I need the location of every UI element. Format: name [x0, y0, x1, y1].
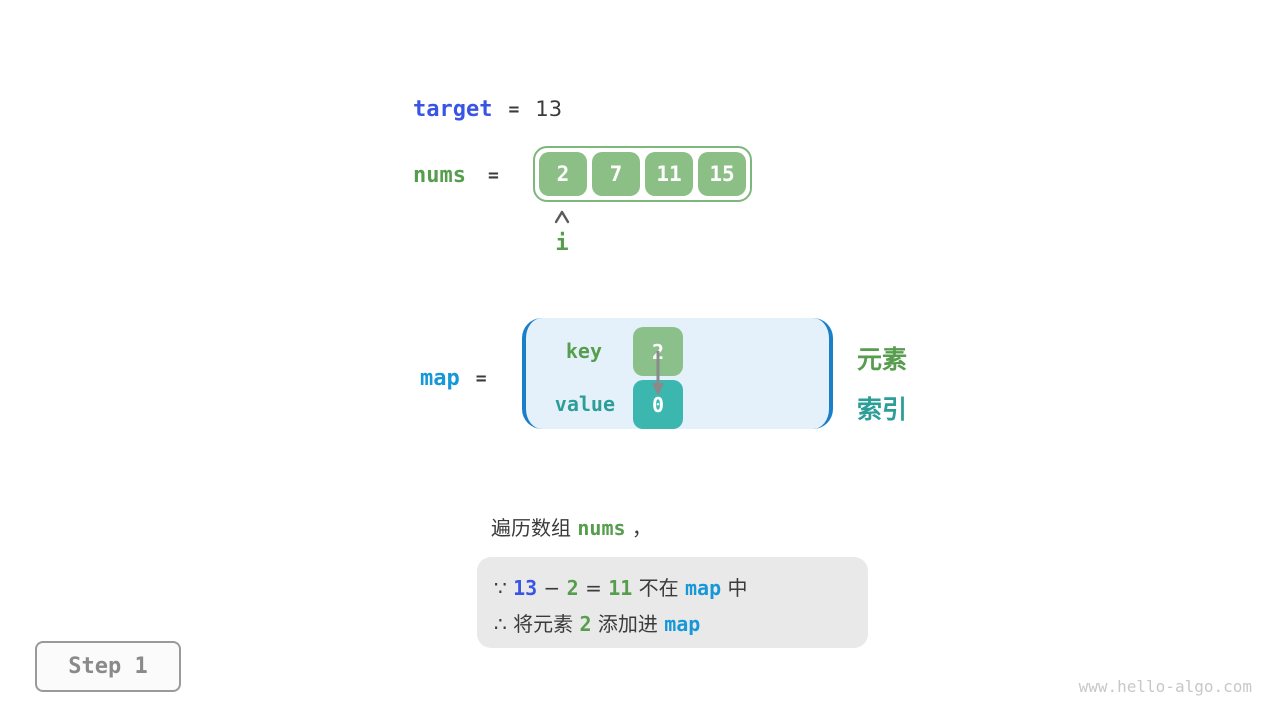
nums-expression: nums = [413, 160, 499, 190]
text-token: = [578, 576, 609, 600]
index-label: 索引 [857, 395, 908, 424]
map-value-cell: 0 [633, 380, 683, 429]
target-value: 13 [535, 97, 563, 121]
map-expression: map = [420, 363, 487, 393]
map-key-label: key [565, 339, 602, 363]
text-token: 2 [566, 576, 579, 600]
text-token: 中 [721, 576, 748, 600]
text-token: nums [577, 516, 626, 540]
array-cell: 7 [592, 152, 640, 196]
text-token: 遍历数组 [491, 516, 578, 540]
text-token: 13 [513, 576, 538, 600]
text-token: map [664, 612, 701, 636]
caption-line: 遍历数组 nums ， [491, 513, 652, 543]
index-pointer-arrow-icon [554, 210, 570, 224]
text-token: ， [625, 516, 652, 540]
map-value-label: value [554, 392, 615, 416]
text-token: 2 [579, 612, 592, 636]
nums-equals: = [487, 164, 499, 186]
nums-label: nums [413, 162, 466, 188]
text-token: − [537, 576, 567, 600]
text-token: 11 [608, 576, 633, 600]
note-line-1: ∵ 13 − 2 = 11 不在 map 中 [494, 570, 868, 606]
array-cell: 11 [645, 152, 693, 196]
text-token: map [685, 576, 722, 600]
array-cell: 2 [539, 152, 587, 196]
key-to-value-arrow-icon [652, 351, 664, 396]
note-line-2: ∴ 将元素 2 添加进 map [494, 606, 868, 642]
note-box: ∵ 13 − 2 = 11 不在 map 中 ∴ 将元素 2 添加进 map [477, 557, 868, 648]
map-equals: = [475, 367, 487, 389]
text-token: ∵ [494, 576, 514, 600]
target-expression: target = 13 [413, 94, 562, 124]
nums-array: 2 7 11 15 [533, 146, 752, 202]
step-badge: Step 1 [35, 641, 181, 692]
map-label: map [420, 365, 460, 391]
target-label: target [413, 96, 493, 122]
text-token: ∴ 将元素 [494, 612, 580, 636]
text-token: 不在 [632, 576, 686, 600]
element-label: 元素 [857, 345, 908, 374]
text-token: 添加进 [591, 612, 665, 636]
index-pointer-label: i [555, 231, 569, 256]
watermark: www.hello-algo.com [1078, 677, 1252, 696]
target-equals: = [508, 98, 520, 120]
array-cell: 15 [698, 152, 746, 196]
